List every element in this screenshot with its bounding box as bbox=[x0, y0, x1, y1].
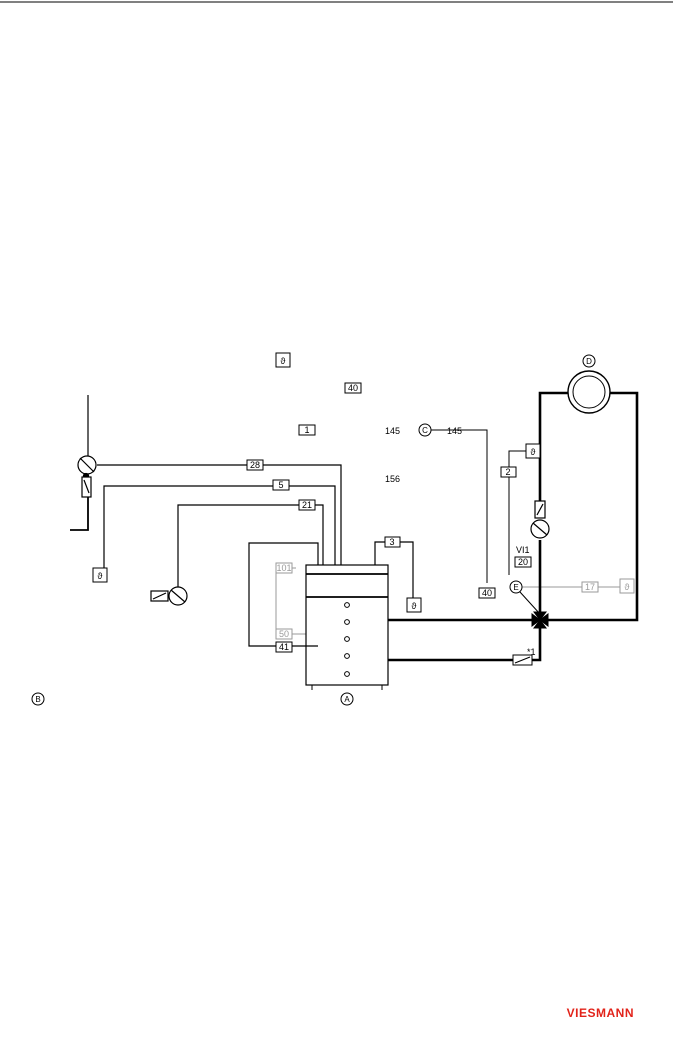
terminal-17: 17 bbox=[585, 582, 595, 592]
circulation-pump-icon bbox=[150, 586, 188, 606]
terminal-40b: 40 bbox=[482, 588, 492, 598]
terminal-20: 20 bbox=[518, 557, 528, 567]
letter-e: E bbox=[513, 583, 518, 592]
label-star1: *1 bbox=[527, 647, 536, 657]
sensor-dhw-icon bbox=[92, 567, 108, 583]
control-lines bbox=[429, 429, 541, 615]
storage-cylinder bbox=[305, 564, 389, 690]
component-letters: A B C D E bbox=[31, 354, 596, 706]
sensor-grey-icon bbox=[619, 578, 635, 594]
svg-text:ϑ: ϑ bbox=[281, 356, 286, 366]
terminal-41: 41 bbox=[279, 642, 289, 652]
terminal-21: 21 bbox=[302, 500, 312, 510]
svg-text:ϑ: ϑ bbox=[625, 582, 630, 592]
terminal-28: 28 bbox=[250, 460, 260, 470]
four-way-mixer-icon bbox=[531, 611, 549, 629]
boiler-icon bbox=[567, 370, 611, 414]
temperature-sensors bbox=[92, 352, 635, 613]
sensor-flow-icon bbox=[525, 443, 541, 459]
terminal-3: 3 bbox=[389, 537, 394, 547]
terminal-40a: 40 bbox=[348, 383, 358, 393]
terminal-2: 2 bbox=[505, 467, 510, 477]
terminal-1: 1 bbox=[304, 425, 309, 435]
viessmann-logo: VIESMANN bbox=[567, 1006, 634, 1020]
dhw-circuit bbox=[70, 395, 414, 647]
sensor-cylinder-icon bbox=[406, 597, 422, 613]
sensor-top-icon bbox=[275, 352, 291, 368]
label-145a: 145 bbox=[385, 426, 400, 436]
sensor-symbols: ϑ ϑ ϑ ϑ ϑ bbox=[98, 356, 630, 611]
terminal-5: 5 bbox=[278, 480, 283, 490]
terminal-boxes bbox=[246, 382, 599, 653]
svg-text:ϑ: ϑ bbox=[98, 571, 103, 581]
mixing-valve-icon bbox=[77, 455, 97, 498]
label-156: 156 bbox=[385, 474, 400, 484]
solenoid-valve-icon bbox=[512, 654, 533, 666]
letter-d: D bbox=[586, 357, 592, 366]
label-145b: 145 bbox=[447, 426, 462, 436]
letter-b: B bbox=[35, 695, 40, 704]
terminal-50: 50 bbox=[279, 629, 289, 639]
letter-a: A bbox=[344, 695, 350, 704]
grey-lines bbox=[275, 567, 620, 635]
text-labels: 145 145 156 VI1 *1 bbox=[385, 426, 536, 657]
heating-pump-icon bbox=[530, 500, 550, 539]
svg-text:ϑ: ϑ bbox=[531, 447, 536, 457]
svg-text:ϑ: ϑ bbox=[412, 601, 417, 611]
letter-c: C bbox=[422, 426, 428, 435]
terminal-labels: 40 1 28 5 21 3 2 40 41 20 101 50 17 bbox=[250, 383, 595, 652]
heating-pipes bbox=[388, 391, 639, 662]
label-vi1: VI1 bbox=[516, 545, 530, 555]
terminal-101: 101 bbox=[276, 563, 291, 573]
